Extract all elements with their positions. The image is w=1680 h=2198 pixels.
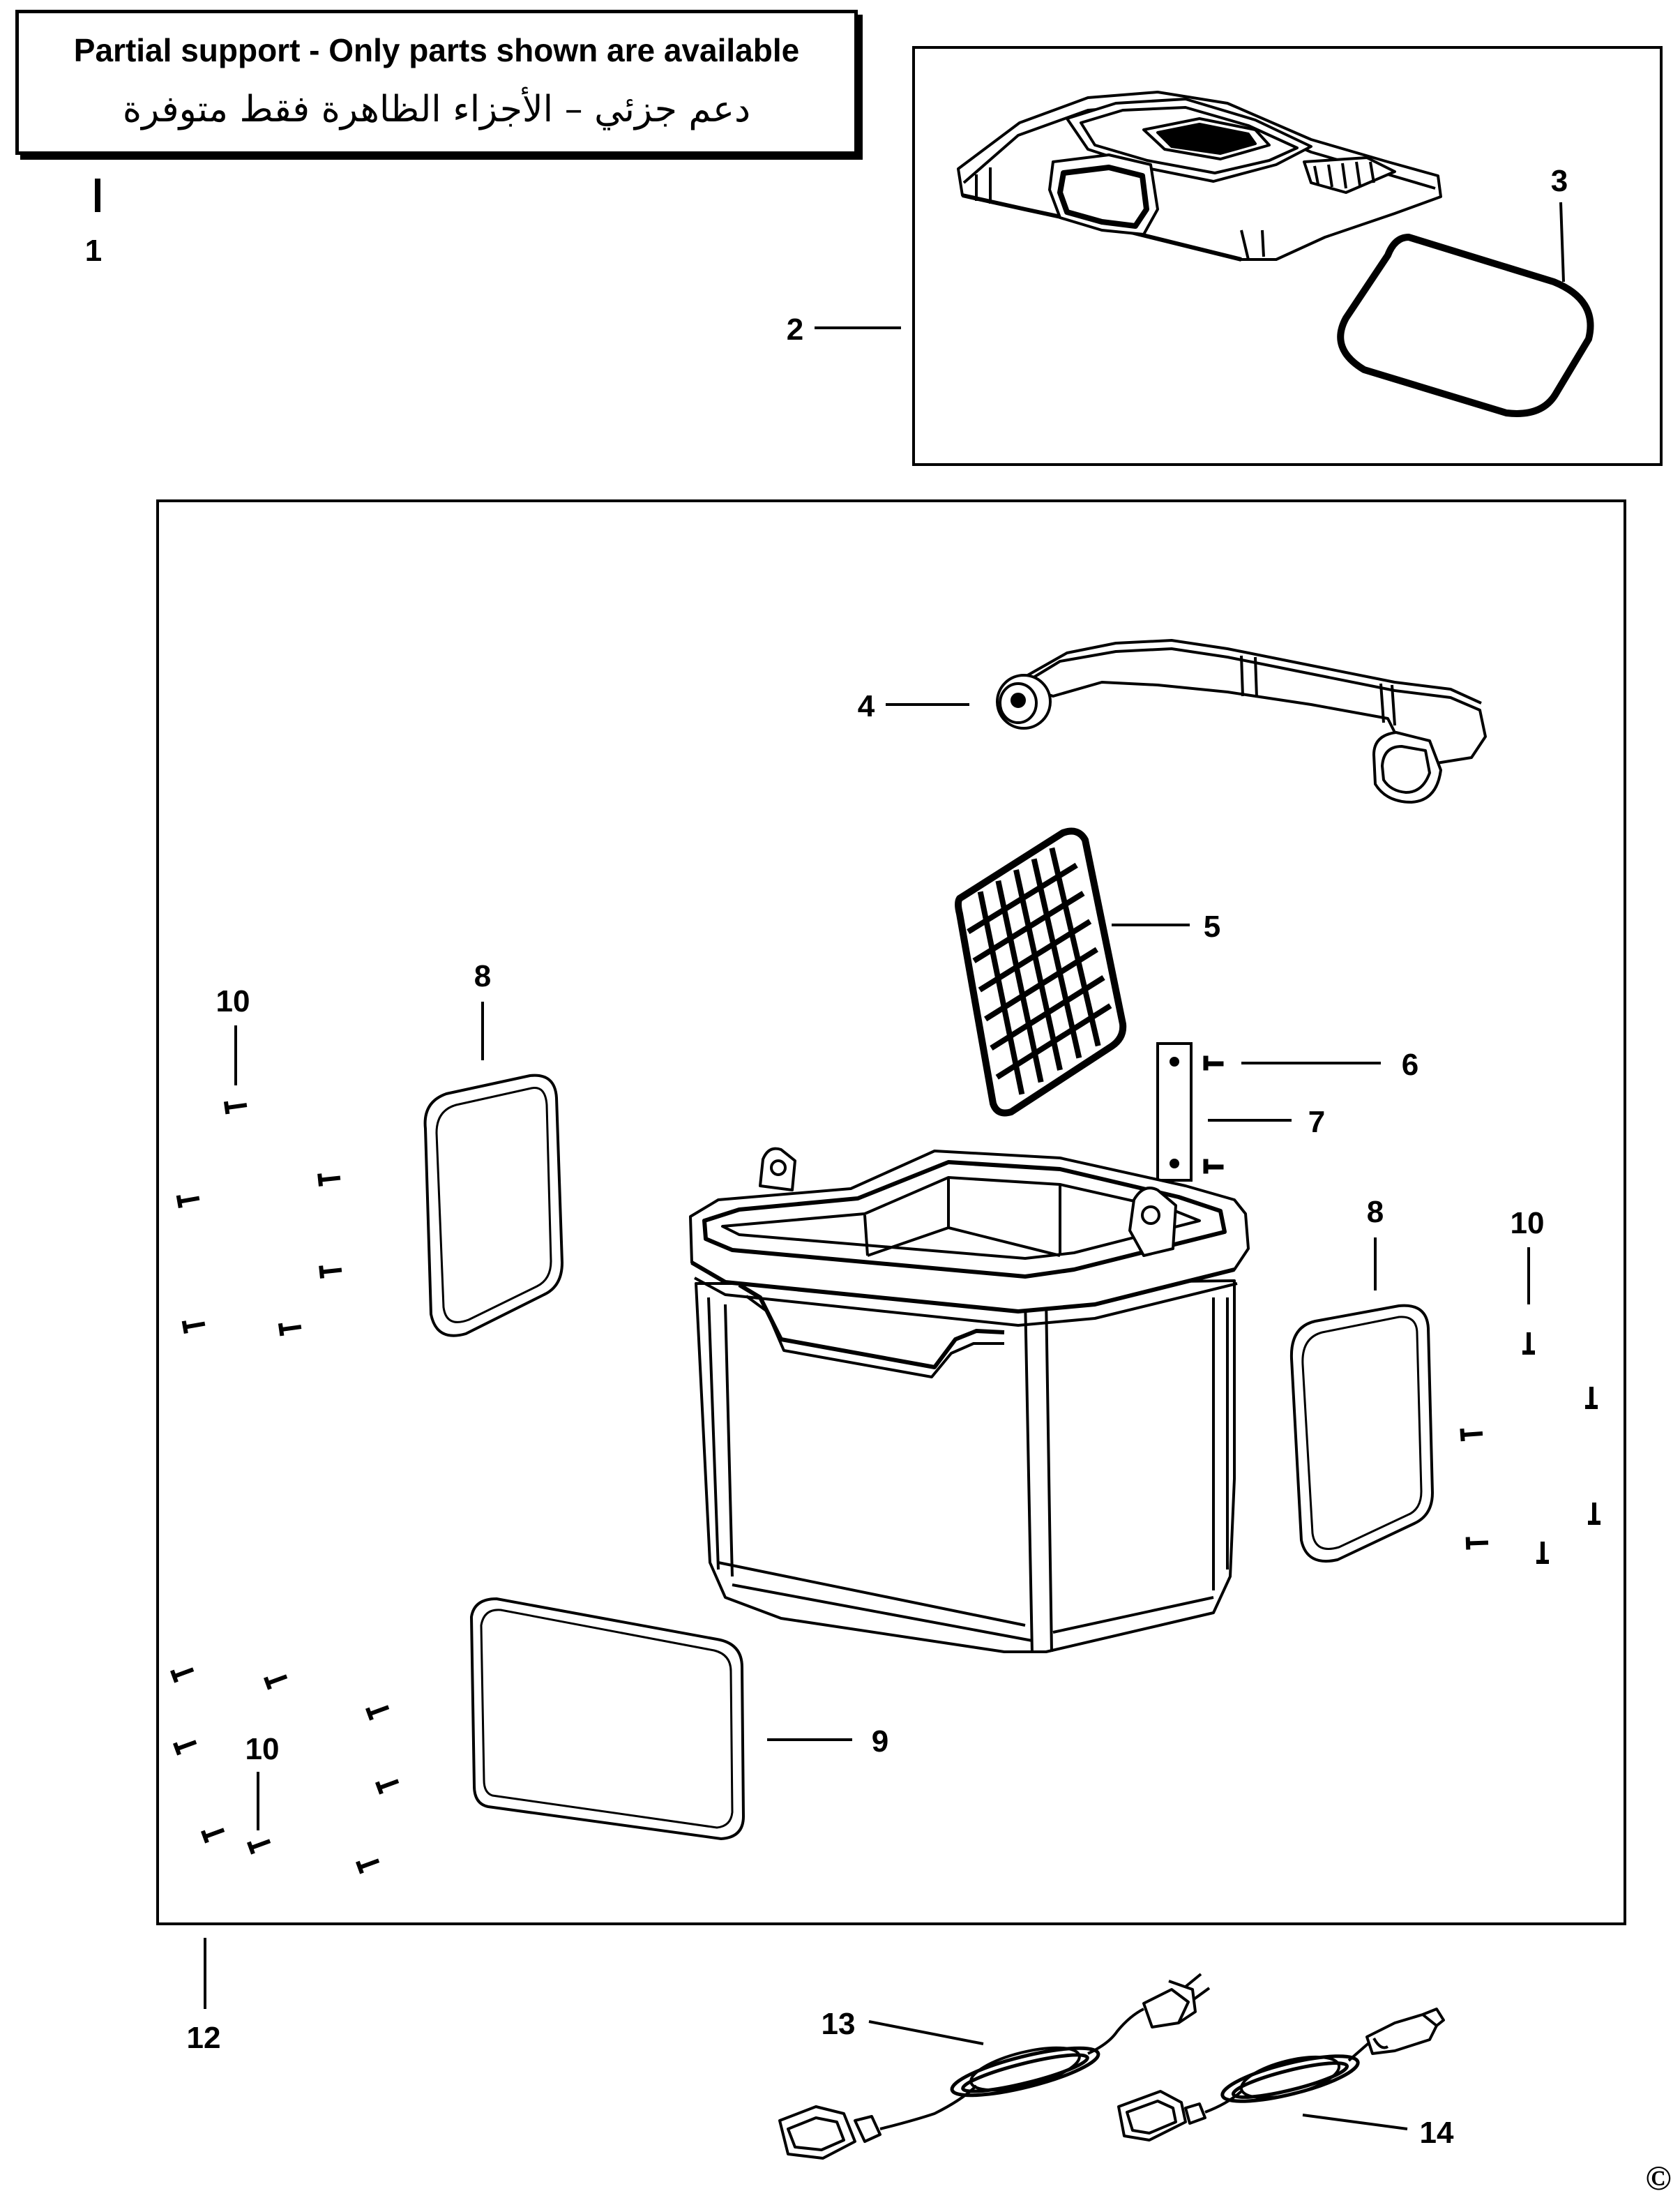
callout-6: 6 bbox=[1402, 1048, 1418, 1082]
side-panel-8-left bbox=[423, 1074, 563, 1337]
screw bbox=[356, 1858, 380, 1874]
mains-cable-13 bbox=[778, 1973, 1211, 2160]
callout-4: 4 bbox=[858, 689, 875, 723]
grid-tray-bar bbox=[995, 1003, 1112, 1080]
screw bbox=[319, 1265, 342, 1279]
bracket-part bbox=[1156, 1042, 1193, 1182]
callout-13: 13 bbox=[822, 2007, 856, 2041]
grid-tray-bar bbox=[978, 919, 1092, 993]
main-parts-frame bbox=[156, 499, 1626, 1925]
screw bbox=[1536, 1542, 1549, 1564]
screw bbox=[1585, 1387, 1598, 1409]
callout-8b: 8 bbox=[1367, 1195, 1384, 1229]
callout-3: 3 bbox=[1551, 164, 1568, 198]
callout-5: 5 bbox=[1204, 910, 1220, 944]
side-panel-8-right bbox=[1289, 1304, 1434, 1563]
screw-6 bbox=[1203, 1055, 1224, 1071]
lid-part bbox=[957, 91, 1442, 262]
screw bbox=[375, 1779, 400, 1795]
screw bbox=[173, 1740, 197, 1756]
screw bbox=[317, 1173, 341, 1187]
grid-tray-bar bbox=[977, 891, 1025, 1095]
screws-part-10 bbox=[170, 1101, 1600, 1874]
screw bbox=[1588, 1503, 1600, 1525]
callout-12: 12 bbox=[187, 2021, 221, 2055]
grid-tray-part bbox=[955, 827, 1127, 1117]
callout-14: 14 bbox=[1420, 2116, 1454, 2150]
callout-7: 7 bbox=[1308, 1105, 1325, 1139]
seal-gasket-part bbox=[1337, 234, 1594, 417]
screw bbox=[181, 1320, 206, 1334]
grid-tray-bar bbox=[972, 891, 1085, 963]
car-cable-14 bbox=[1117, 2008, 1445, 2141]
lid-assembly-frame bbox=[912, 46, 1663, 466]
screw bbox=[201, 1828, 225, 1844]
cooler-body-part bbox=[689, 1147, 1250, 1654]
screw bbox=[223, 1101, 248, 1115]
notice-english-text: Partial support - Only parts shown are a… bbox=[73, 32, 800, 68]
grid-tray-bar bbox=[990, 975, 1105, 1051]
callout-1: 1 bbox=[85, 234, 102, 268]
screw bbox=[1460, 1428, 1483, 1442]
callout-labels: 1 2 3 4 5 6 7 8 8 9 10 10 10 12 13 14 bbox=[85, 164, 1568, 2150]
screw bbox=[278, 1323, 302, 1337]
screw bbox=[176, 1195, 200, 1208]
screw bbox=[247, 1839, 271, 1855]
callout-10a: 10 bbox=[216, 984, 250, 1018]
callout-2: 2 bbox=[787, 313, 803, 347]
screw-6b bbox=[1203, 1159, 1224, 1174]
grid-tray-bar bbox=[1013, 869, 1063, 1071]
leader-lines bbox=[95, 179, 1565, 2130]
screw bbox=[1465, 1537, 1489, 1550]
grid-tray-bar bbox=[984, 947, 1098, 1022]
grid-tray-bar bbox=[1031, 858, 1082, 1059]
base-panel-9 bbox=[470, 1597, 745, 1840]
screw bbox=[1522, 1332, 1535, 1355]
callout-9: 9 bbox=[872, 1724, 888, 1759]
grid-tray-bar bbox=[1049, 847, 1101, 1047]
callout-10b: 10 bbox=[1511, 1206, 1545, 1240]
partial-support-notice: Partial support - Only parts shown are a… bbox=[15, 10, 858, 155]
callout-8a: 8 bbox=[474, 959, 491, 993]
screw bbox=[170, 1667, 195, 1683]
grid-tray-bar bbox=[995, 880, 1044, 1083]
copyright-symbol: © bbox=[1645, 2158, 1672, 2197]
handle-part bbox=[996, 639, 1487, 804]
grid-tray-bar bbox=[967, 862, 1078, 935]
screw bbox=[264, 1674, 288, 1690]
screw bbox=[365, 1705, 390, 1721]
notice-arabic-text: دعم جزئي – الأجزاء الظاهرة فقط متوفرة bbox=[122, 89, 751, 130]
callout-10c: 10 bbox=[245, 1732, 280, 1766]
